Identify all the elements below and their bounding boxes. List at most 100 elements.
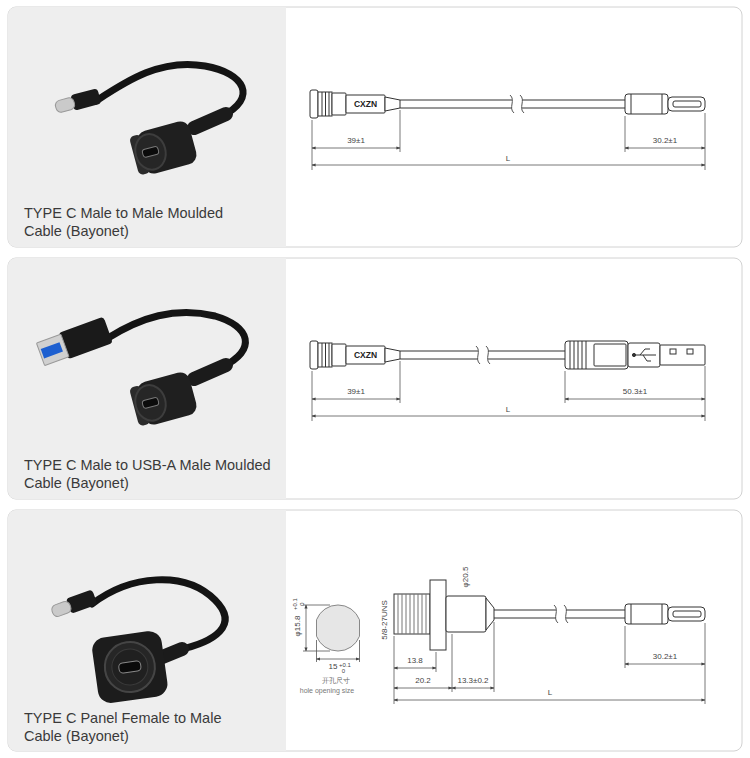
caption-panel: TYPE C Male to Male Moulded Cable (Bayon…	[8, 7, 286, 247]
technical-drawing-part	[634, 349, 656, 361]
dimension-lines-part	[625, 148, 705, 149]
technical-drawing-part	[446, 596, 486, 632]
dimension-label: 13.3±0.2	[457, 677, 488, 685]
cable-photo-part-part	[91, 629, 170, 704]
cable-photo-part-part	[36, 334, 69, 365]
dimension-label: 39±1	[347, 137, 365, 145]
dimension-lines-part	[565, 399, 705, 400]
cable-photo-part	[54, 88, 102, 115]
dimension-lines-part	[306, 605, 307, 651]
dimension-label: +0.1	[339, 662, 351, 668]
dimension-lines-part	[317, 640, 360, 662]
dimension-lines-part	[625, 664, 705, 665]
dimension-label: 开孔尺寸	[322, 677, 350, 684]
dimension-lines-part	[394, 700, 705, 701]
technical-drawing-part	[565, 341, 628, 369]
technical-drawing-part	[554, 605, 568, 623]
brand-logo: CXZN	[354, 100, 377, 109]
cable-photo	[50, 580, 225, 705]
dimension-label: 20.2	[415, 677, 431, 685]
technical-drawing-part	[594, 344, 626, 366]
technical-drawing-part	[310, 90, 400, 118]
dimension-label: L	[548, 689, 552, 697]
dimension-label: φ15.8	[294, 616, 302, 637]
panel-frame-part	[8, 258, 286, 499]
panel-frame-part	[8, 7, 742, 247]
panel-frame-part	[8, 510, 286, 751]
dimension-label: L	[506, 155, 510, 163]
dimension-label: 30.2±1	[653, 137, 677, 145]
technical-drawing-part	[660, 345, 705, 365]
dimension-lines	[312, 361, 705, 421]
technical-drawing-part	[510, 95, 524, 113]
hole-outline-part	[317, 605, 360, 651]
brand-logo: CXZN	[354, 351, 377, 360]
cable-photo	[54, 64, 243, 177]
dimension-lines-part	[312, 110, 705, 170]
cable-photo-part	[128, 114, 226, 178]
dimension-lines	[303, 605, 360, 662]
dimension-lines-part	[394, 622, 705, 704]
cable-photo-part-part	[118, 661, 141, 674]
technical-drawing-part	[687, 349, 693, 354]
technical-drawing-part	[400, 351, 565, 359]
caption-panel: TYPE C Panel Female to Male Cable (Bayon…	[8, 510, 286, 751]
cable-photo-part-part	[54, 97, 75, 114]
cable-photo-part	[36, 317, 113, 368]
cable-photo-part-part	[41, 342, 63, 358]
product-caption: TYPE C Male to Male Moulded Cable (Bayon…	[24, 204, 239, 240]
dimension-lines-part	[452, 688, 494, 689]
dimension-label: 39±1	[347, 388, 365, 396]
panel-frame	[8, 7, 742, 751]
cable-photo-part	[96, 64, 243, 116]
dimension-label: L	[506, 406, 510, 414]
technical-drawing-part	[486, 598, 494, 630]
technical-drawing-part	[494, 610, 625, 618]
panel-frame-part	[8, 7, 286, 247]
cable-photo-part-part	[50, 600, 72, 618]
dimension-label: 0	[299, 602, 305, 605]
cable-photo-part	[91, 629, 170, 704]
dimension-lines-part	[312, 361, 705, 421]
technical-drawing-part	[628, 343, 660, 367]
cable-photo-part-part	[70, 88, 101, 111]
product-caption: TYPE C Panel Female to Male Cable (Bayon…	[24, 709, 246, 745]
technical-drawing-part	[310, 341, 400, 369]
technical-drawing-part	[394, 594, 430, 634]
dimension-label: 30.2±1	[653, 653, 677, 661]
dimension-lines-part	[312, 148, 400, 149]
technical-drawing-part	[625, 94, 705, 114]
dimension-lines-part	[394, 668, 436, 669]
dimension-label: φ20.5	[462, 567, 470, 588]
dimension-label: 0	[342, 668, 345, 674]
cable-photo-part	[128, 365, 226, 429]
technical-drawing	[394, 580, 705, 650]
technical-drawing	[310, 341, 705, 369]
dimension-lines-part	[394, 688, 452, 689]
panel-frame-part	[8, 258, 742, 499]
dimension-lines-part	[312, 416, 705, 417]
dimension-label: 15	[329, 663, 338, 671]
cable-photo-part-part	[102, 639, 158, 695]
cable-photo-part-part	[110, 647, 151, 688]
caption-panel: TYPE C Male to USB-A Male Moulded Cable …	[8, 258, 286, 499]
technical-drawing-part	[430, 580, 446, 650]
technical-drawing-part	[670, 349, 676, 354]
cable-photo	[36, 312, 246, 428]
technical-drawing	[310, 90, 705, 118]
dimension-lines-part	[317, 659, 360, 660]
dimension-label: 5/8-27UNS	[381, 600, 389, 640]
dimension-lines	[312, 110, 705, 170]
product-caption: TYPE C Male to USB-A Male Moulded Cable …	[24, 456, 280, 492]
dimension-label: 50.3±1	[623, 388, 647, 396]
dimension-lines-part	[312, 165, 705, 166]
technical-drawing-part	[632, 353, 635, 356]
cable-photo-part	[50, 589, 98, 619]
technical-drawing-part	[476, 346, 490, 364]
dimension-label: +0.1	[292, 598, 298, 610]
dimension-lines-part	[312, 399, 400, 400]
technical-drawing-part	[570, 341, 586, 369]
dimension-label: hole opening size	[300, 687, 355, 694]
